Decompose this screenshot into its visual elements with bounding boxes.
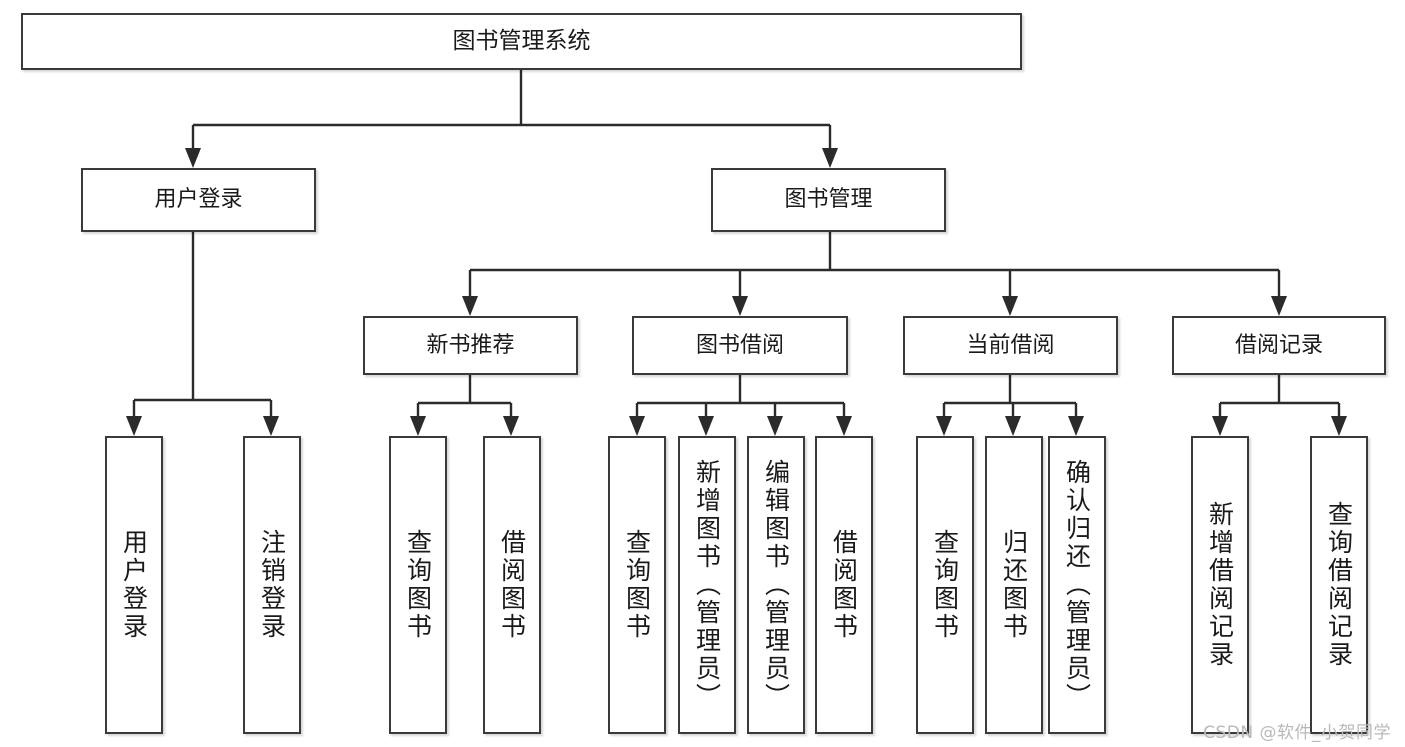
leaf-label: 新增图书（管理员） (692, 459, 722, 711)
leaf-label: 借阅图书 (497, 529, 527, 641)
arrow-new-book (462, 296, 478, 316)
leaf-user-login-logout[interactable]: 注销登录 (243, 436, 301, 734)
arrow-current-borrow (1002, 296, 1018, 316)
node-new-book-recommend[interactable]: 新书推荐 (363, 316, 578, 375)
leaf-book-borrow-edit-book[interactable]: 编辑图书（管理员） (747, 436, 805, 734)
leaf-user-login-login[interactable]: 用户登录 (105, 436, 163, 734)
leaf-label: 用户登录 (119, 529, 149, 641)
node-book-borrow[interactable]: 图书借阅 (632, 316, 848, 375)
arrow-book-manage (822, 148, 838, 168)
node-book-management[interactable]: 图书管理 (711, 168, 946, 232)
arrow-leaf-logout (263, 416, 279, 436)
arrow-cb-leaf2 (1005, 416, 1021, 436)
arrow-cb-leaf3 (1068, 416, 1084, 436)
leaf-new-book-borrow-book[interactable]: 借阅图书 (483, 436, 541, 734)
arrow-nb-leaf2 (503, 416, 519, 436)
node-new-book-recommend-label: 新书推荐 (426, 332, 515, 358)
arrow-bb-leaf1 (629, 416, 645, 436)
node-book-borrow-label: 图书借阅 (695, 332, 784, 358)
node-borrow-record-label: 借阅记录 (1234, 332, 1323, 358)
node-current-borrow-label: 当前借阅 (966, 332, 1055, 358)
arrow-nb-leaf1 (410, 416, 426, 436)
leaf-book-borrow-query-book[interactable]: 查询图书 (608, 436, 666, 734)
node-borrow-record[interactable]: 借阅记录 (1172, 316, 1386, 375)
leaf-label: 查询图书 (930, 529, 960, 641)
leaf-borrow-record-add-record[interactable]: 新增借阅记录 (1191, 436, 1249, 734)
leaf-current-borrow-return-book[interactable]: 归还图书 (985, 436, 1043, 734)
leaf-label: 确认归还（管理员） (1062, 459, 1092, 711)
leaf-current-borrow-confirm-return[interactable]: 确认归还（管理员） (1048, 436, 1106, 734)
leaf-label: 编辑图书（管理员） (761, 459, 791, 711)
leaf-label: 归还图书 (999, 529, 1029, 641)
leaf-label: 查询图书 (403, 529, 433, 641)
leaf-borrow-record-query-record[interactable]: 查询借阅记录 (1310, 436, 1368, 734)
arrow-leaf-user-login (126, 416, 142, 436)
leaf-book-borrow-add-book[interactable]: 新增图书（管理员） (678, 436, 736, 734)
csdn-watermark: CSDN @软件_小贺同学 (1203, 723, 1391, 743)
leaf-current-borrow-query-book[interactable]: 查询图书 (916, 436, 974, 734)
node-book-management-label: 图书管理 (784, 187, 873, 213)
arrow-bb-leaf4 (836, 416, 852, 436)
arrow-br-leaf1 (1212, 416, 1228, 436)
node-user-login[interactable]: 用户登录 (81, 168, 316, 232)
node-root[interactable]: 图书管理系统 (21, 13, 1022, 70)
node-user-login-label: 用户登录 (154, 187, 243, 213)
leaf-label: 查询借阅记录 (1324, 501, 1354, 669)
arrow-borrow-record (1271, 296, 1287, 316)
arrow-br-leaf2 (1331, 416, 1347, 436)
arrow-bb-leaf2 (698, 416, 714, 436)
arrow-cb-leaf1 (936, 416, 952, 436)
leaf-label: 借阅图书 (829, 529, 859, 641)
arrow-user-login (185, 148, 201, 168)
leaf-label: 查询图书 (622, 529, 652, 641)
node-root-label: 图书管理系统 (452, 27, 591, 54)
arrow-book-borrow (732, 296, 748, 316)
arrow-bb-leaf3 (767, 416, 783, 436)
node-current-borrow[interactable]: 当前借阅 (903, 316, 1118, 375)
leaf-book-borrow-borrow-book[interactable]: 借阅图书 (815, 436, 873, 734)
leaf-label: 注销登录 (257, 529, 287, 641)
leaf-new-book-query-book[interactable]: 查询图书 (389, 436, 447, 734)
leaf-label: 新增借阅记录 (1205, 501, 1235, 669)
